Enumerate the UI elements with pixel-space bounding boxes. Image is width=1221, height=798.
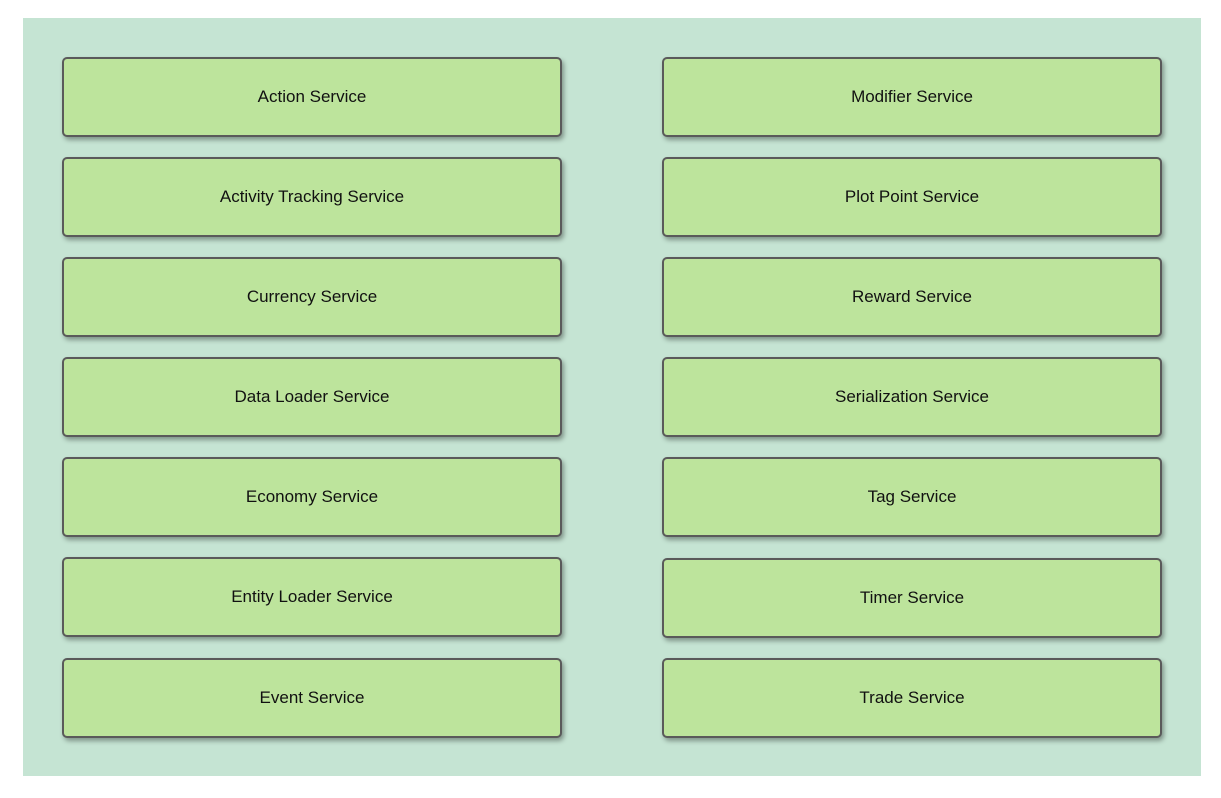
- service-label: Reward Service: [852, 287, 972, 306]
- service-label: Serialization Service: [834, 387, 989, 406]
- service-box-event: Event Service: [62, 658, 562, 738]
- service-box-action: Action Service: [62, 57, 562, 137]
- service-label: Entity Loader Service: [231, 587, 393, 606]
- service-box-reward: Reward Service: [662, 257, 1162, 337]
- service-label: Activity Tracking Service: [219, 187, 405, 206]
- diagram-panel: Action Service Activity Tracking Service…: [23, 18, 1201, 776]
- service-label: Plot Point Service: [844, 187, 980, 206]
- service-label: Modifier Service: [851, 87, 973, 106]
- service-box-currency: Currency Service: [62, 257, 562, 337]
- service-box-tag: Tag Service: [662, 457, 1162, 537]
- service-label: Timer Service: [859, 588, 965, 607]
- service-box-entity-loader: Entity Loader Service: [62, 557, 562, 637]
- service-label: Currency Service: [246, 287, 378, 306]
- service-box-activity-tracking: Activity Tracking Service: [62, 157, 562, 237]
- service-box-economy: Economy Service: [62, 457, 562, 537]
- service-label: Data Loader Service: [234, 387, 390, 406]
- service-box-data-loader: Data Loader Service: [62, 357, 562, 437]
- service-label: Economy Service: [245, 487, 379, 506]
- service-label: Trade Service: [859, 688, 965, 707]
- service-label: Event Service: [259, 688, 365, 707]
- service-box-modifier: Modifier Service: [662, 57, 1162, 137]
- service-label: Action Service: [257, 87, 367, 106]
- service-box-plot-point: Plot Point Service: [662, 157, 1162, 237]
- service-box-trade: Trade Service: [662, 658, 1162, 738]
- service-box-serialization: Serialization Service: [662, 357, 1162, 437]
- service-label: Tag Service: [867, 487, 957, 506]
- service-box-timer: Timer Service: [662, 558, 1162, 638]
